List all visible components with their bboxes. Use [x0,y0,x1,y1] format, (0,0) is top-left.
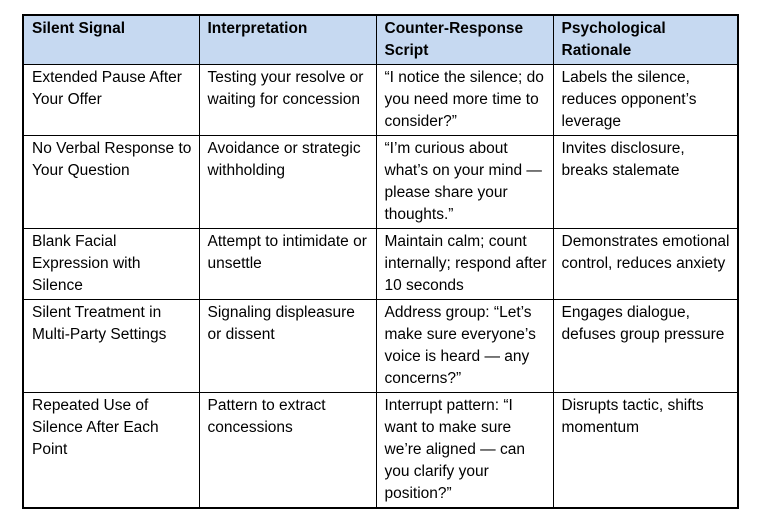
cell-interpretation: Testing your resolve or waiting for conc… [198,64,377,136]
cell-signal: Extended Pause After Your Offer [22,64,200,136]
cell-signal: Blank Facial Expression with Silence [22,228,200,300]
cell-rationale: Disrupts tactic, shifts momentum [552,392,739,509]
silent-signals-table: Silent Signal Interpretation Counter-Res… [22,14,739,509]
table-row: Repeated Use of Silence After Each Point… [22,392,739,509]
cell-script: Maintain calm; count internally; respond… [375,228,554,300]
cell-signal: Repeated Use of Silence After Each Point [22,392,200,509]
table-row: Blank Facial Expression with Silence Att… [22,228,739,300]
cell-interpretation: Attempt to intimidate or unsettle [198,228,377,300]
cell-rationale: Labels the silence, reduces opponent’s l… [552,64,739,136]
cell-rationale: Engages dialogue, defuses group pressure [552,299,739,393]
table-row: Silent Treatment in Multi-Party Settings… [22,299,739,393]
cell-script: Interrupt pattern: “I want to make sure … [375,392,554,509]
cell-script: Address group: “Let’s make sure everyone… [375,299,554,393]
cell-rationale: Invites disclosure, breaks stalemate [552,135,739,229]
column-header-psychological-rationale: Psychological Rationale [552,14,739,65]
cell-signal: Silent Treatment in Multi-Party Settings [22,299,200,393]
column-header-counter-response-script: Counter-Response Script [375,14,554,65]
column-header-interpretation: Interpretation [198,14,377,65]
table-row: No Verbal Response to Your Question Avoi… [22,135,739,229]
table-row: Extended Pause After Your Offer Testing … [22,64,739,136]
cell-interpretation: Signaling displeasure or dissent [198,299,377,393]
cell-interpretation: Pattern to extract concessions [198,392,377,509]
table-header-row: Silent Signal Interpretation Counter-Res… [22,14,739,65]
cell-rationale: Demonstrates emotional control, reduces … [552,228,739,300]
cell-interpretation: Avoidance or strategic withholding [198,135,377,229]
cell-signal: No Verbal Response to Your Question [22,135,200,229]
column-header-silent-signal: Silent Signal [22,14,200,65]
cell-script: “I notice the silence; do you need more … [375,64,554,136]
cell-script: “I’m curious about what’s on your mind —… [375,135,554,229]
